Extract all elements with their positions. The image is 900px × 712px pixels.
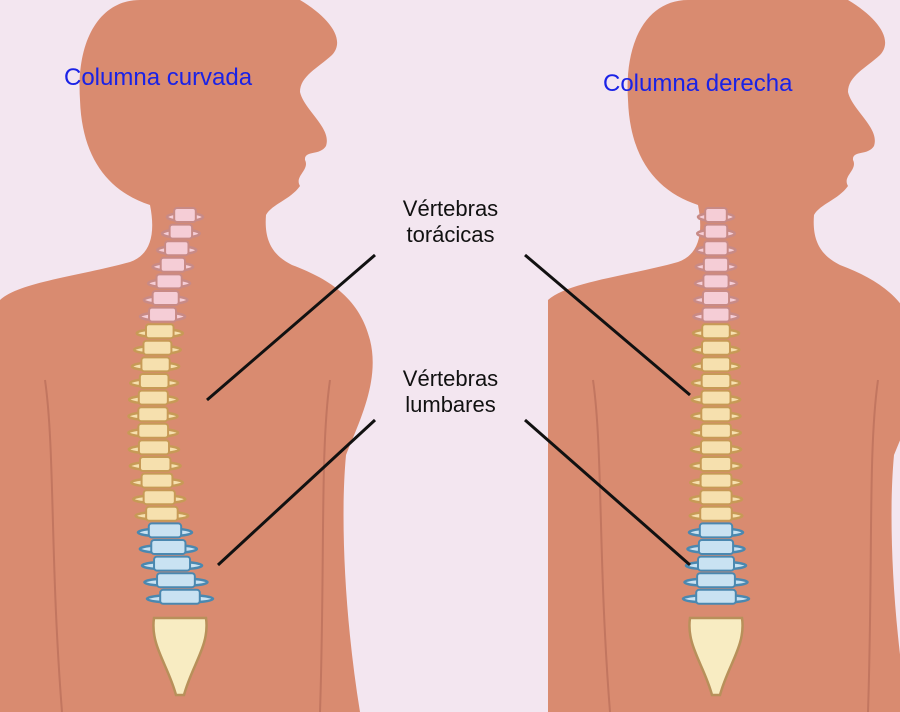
thoracic-vertebra <box>131 489 187 506</box>
figure-left <box>0 0 373 712</box>
thoracic-vertebra <box>130 356 181 373</box>
cervical-vertebra <box>142 290 189 306</box>
thoracic-vertebra <box>689 472 743 489</box>
lumbar-vertebra <box>683 572 749 589</box>
label-thoracic-line2: torácicas <box>406 222 495 247</box>
sacrum <box>688 616 744 697</box>
cervical-vertebra <box>695 240 737 257</box>
thoracic-vertebra <box>127 422 180 439</box>
thoracic-vertebra <box>691 339 741 356</box>
lumbar-vertebra <box>684 555 748 572</box>
cervical-vertebra <box>146 273 192 290</box>
thoracic-vertebra <box>690 373 742 389</box>
thoracic-vertebra <box>129 373 180 389</box>
curved-spine <box>127 207 215 697</box>
thoracic-vertebra <box>691 323 741 340</box>
lumbar-vertebra <box>138 539 199 555</box>
thoracic-vertebra <box>127 439 181 456</box>
cervical-vertebra <box>693 290 739 306</box>
thoracic-vertebra <box>132 339 182 356</box>
cervical-vertebra <box>692 306 740 323</box>
thoracic-vertebra <box>128 456 182 472</box>
title-curved-spine: Columna curvada <box>64 64 253 91</box>
label-lumbar-line1: Vértebras <box>402 366 499 391</box>
lumbar-vertebra <box>687 522 745 539</box>
label-thoracic-vertebrae: Vértebras torácicas <box>378 196 523 248</box>
thoracic-vertebra <box>134 505 190 522</box>
pointer-lines <box>206 253 691 567</box>
cervical-vertebra <box>165 207 205 223</box>
label-lumbar-vertebrae: Vértebras lumbares <box>378 366 523 418</box>
thoracic-vertebra <box>127 389 179 406</box>
thoracic-vertebra <box>690 389 742 406</box>
thoracic-pointer-left <box>206 253 376 402</box>
thoracic-vertebra <box>690 406 742 423</box>
cervical-vertebra <box>151 256 195 273</box>
cervical-vertebra <box>138 306 187 323</box>
thoracic-vertebra <box>127 406 179 423</box>
cervical-vertebra <box>696 207 736 223</box>
title-straight-spine: Columna derecha <box>603 70 793 97</box>
lumbar-pointer-left <box>216 418 377 567</box>
sacrum <box>152 616 208 697</box>
thoracic-vertebra <box>688 505 744 522</box>
lumbar-pointer-right <box>524 418 691 567</box>
cervical-vertebra <box>156 240 198 257</box>
lumbar-vertebra <box>143 572 209 589</box>
thoracic-vertebra <box>689 439 743 456</box>
cervical-vertebra <box>694 256 738 273</box>
label-thoracic-line1: Vértebras <box>402 196 499 221</box>
lumbar-vertebra <box>145 588 215 605</box>
thoracic-vertebra <box>688 489 744 506</box>
thoracic-vertebra <box>130 472 184 489</box>
cervical-vertebra <box>696 223 736 240</box>
thoracic-vertebra <box>689 456 743 472</box>
thoracic-vertebra <box>135 323 185 340</box>
cervical-vertebra <box>693 273 739 290</box>
thoracic-vertebra <box>691 356 741 373</box>
lumbar-vertebra <box>686 539 746 555</box>
thoracic-vertebra <box>689 422 743 439</box>
straight-spine <box>681 207 751 697</box>
lumbar-vertebra <box>140 555 204 572</box>
cervical-vertebra <box>160 223 201 240</box>
thoracic-pointer-right <box>524 253 691 397</box>
figure-right <box>548 0 900 712</box>
lumbar-vertebra <box>136 522 194 539</box>
label-lumbar-line2: lumbares <box>405 392 496 417</box>
lumbar-vertebra <box>681 588 751 605</box>
